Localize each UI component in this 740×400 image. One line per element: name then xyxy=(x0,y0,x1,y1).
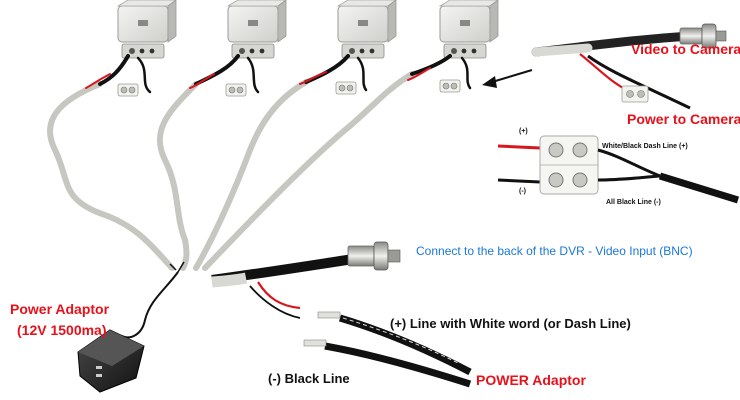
terminal-detail-inset xyxy=(497,135,740,204)
dvr-end-detail xyxy=(211,241,472,388)
cable-1 xyxy=(47,81,175,271)
screw-terminal-icon xyxy=(335,81,357,95)
cctv-camera-icon xyxy=(337,0,397,59)
plus-sign-label: (+) xyxy=(519,128,528,135)
pointer-arrow-icon xyxy=(482,69,533,88)
power-to-camera-label: Power to Camera xyxy=(627,111,740,127)
plus-line-label: (+) Line with White word (or Dash Line) xyxy=(390,316,631,331)
cable-4 xyxy=(202,71,415,271)
grey-cables xyxy=(47,71,415,271)
power-adaptor-caps-label: POWER Adaptor xyxy=(476,372,586,388)
screw-terminal-icon xyxy=(439,79,461,93)
camera-end-inset xyxy=(531,23,727,110)
cable-3 xyxy=(193,79,309,271)
screw-terminal-icon xyxy=(621,85,649,103)
bnc-connector-icon xyxy=(347,245,375,267)
screw-terminal-icon xyxy=(117,83,139,97)
power-adaptor-icon xyxy=(77,261,185,393)
power-adaptor-rating: (12V 1500ma) xyxy=(17,322,107,338)
cable-2 xyxy=(156,81,199,271)
minus-sign-label: (-) xyxy=(519,188,526,195)
white-black-dash-label: White/Black Dash Line (+) xyxy=(602,143,688,150)
all-black-line-label: All Black Line (-) xyxy=(606,199,661,206)
minus-line-label: (-) Black Line xyxy=(268,371,350,386)
cctv-camera-icon xyxy=(439,0,499,59)
cctv-camera-icon xyxy=(227,0,287,59)
cctv-camera-icon xyxy=(117,0,177,59)
screw-terminal-icon xyxy=(225,83,247,97)
video-to-camera-label: Video to Camera xyxy=(631,41,740,57)
connect-dvr-label: Connect to the back of the DVR - Video I… xyxy=(416,244,693,258)
power-adaptor-title: Power Adaptor xyxy=(10,301,110,317)
